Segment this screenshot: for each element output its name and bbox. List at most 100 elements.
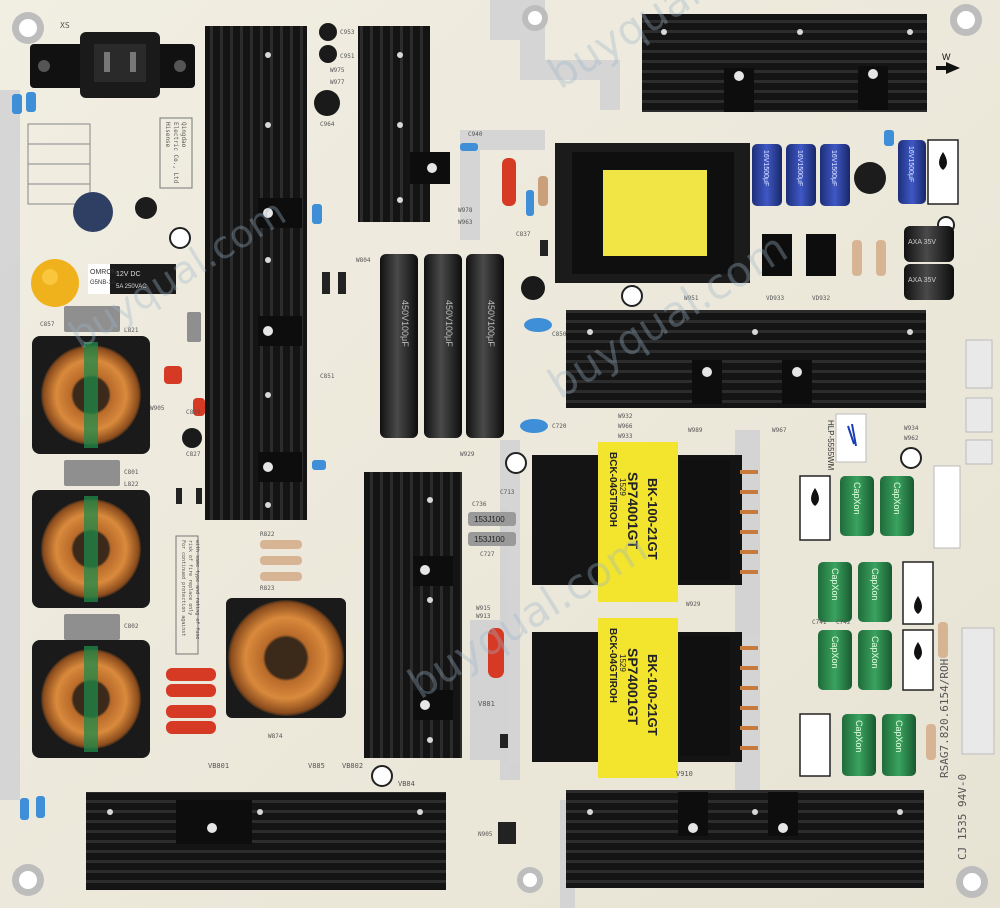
- small-diodes: [176, 240, 548, 844]
- relay: [88, 264, 176, 294]
- heatsink-screws: [107, 29, 913, 815]
- green-capxon-caps: [818, 476, 916, 776]
- des-11: W932: [618, 413, 633, 420]
- capxon-6: CapXon: [870, 636, 880, 669]
- mounting-holes: [12, 4, 988, 898]
- test-rings: [169, 216, 955, 787]
- xfmr-bottom-line2: SP74001GT: [625, 648, 641, 725]
- des-1: C951: [340, 53, 355, 60]
- polarity-markers: [799, 139, 959, 777]
- mfr-line-3: Qingdao: [180, 122, 187, 148]
- fuse-warning-box: [175, 535, 199, 655]
- silkscreen-designators: C953 C951 W975 W977 C964 C940 W978 W963 …: [40, 29, 919, 838]
- resistors: [260, 176, 948, 760]
- des-15: W929: [460, 451, 475, 458]
- main-transformer: [555, 143, 750, 283]
- xfmr-top-date: 1529: [618, 478, 627, 496]
- direction-arrow-shaft: [936, 66, 948, 70]
- blue-electrolytics: [752, 140, 926, 206]
- xfmr-top-line1: BCK-04GTIROH: [607, 452, 618, 527]
- des-35: C851: [320, 373, 335, 380]
- llc-transformer-bottom: [532, 618, 758, 778]
- des-25: W962: [904, 435, 919, 442]
- des-16: C713: [500, 489, 515, 496]
- des-20: W913: [476, 613, 491, 620]
- relay-coil: 12V DC: [116, 271, 141, 278]
- des-34: C829: [186, 409, 201, 416]
- line-filter-silk: [27, 123, 91, 205]
- des-27: VD932: [812, 295, 830, 302]
- small-electrolytics: [182, 23, 545, 448]
- des-42: C741: [812, 619, 827, 626]
- board-date-code: CJ 1535 94V-0: [956, 774, 969, 860]
- heatsink-pfc: [205, 26, 307, 520]
- des-6: W978: [458, 207, 473, 214]
- small-film-caps: [468, 512, 516, 546]
- xfmr-bottom-line3: BK-100-21GT: [645, 654, 660, 736]
- des-31: C802: [124, 623, 139, 630]
- capxon-1: CapXon: [852, 482, 862, 515]
- des-39: W804: [356, 257, 371, 264]
- output-connectors: [961, 339, 995, 755]
- llc-transformer-top: [532, 442, 758, 602]
- des-10: W951: [684, 295, 699, 302]
- fuse-note-1: For continued protection against: [180, 540, 186, 636]
- mfr-line-2: Electric Co., Ltd: [172, 122, 179, 184]
- des-9: C850: [552, 331, 567, 338]
- blue-cap-4: 16V1500μF: [907, 146, 914, 182]
- small-blue-caps: [12, 92, 894, 820]
- des-8: C837: [516, 231, 531, 238]
- des-40: N905: [478, 831, 493, 838]
- des-38: R823: [260, 585, 275, 592]
- des-32: C857: [40, 321, 55, 328]
- des-43: C742: [836, 619, 851, 626]
- des-41: W874: [268, 733, 283, 740]
- fuse-note-3: with same type and rating of fuse: [194, 540, 200, 639]
- bulk-cap-rating-1: 450V100μF: [400, 300, 410, 347]
- des-37: R822: [260, 531, 275, 538]
- des-26: VD933: [766, 295, 784, 302]
- label-v885: V885: [308, 762, 325, 770]
- des-17: C736: [472, 501, 487, 508]
- model-label: HLP-5555WM: [826, 420, 835, 471]
- axa-cap-1: AXA 35V: [908, 239, 936, 246]
- des-2: W975: [330, 67, 345, 74]
- blue-cap-2: 16V1500μF: [796, 150, 803, 186]
- capxon-8: CapXon: [894, 720, 904, 753]
- heatsink-bottom-right: [566, 790, 924, 888]
- des-22: W989: [688, 427, 703, 434]
- label-v881: V881: [478, 700, 495, 708]
- des-5: C940: [468, 131, 483, 138]
- heatsink-middle-right: [566, 310, 926, 408]
- des-30: C801: [124, 469, 139, 476]
- mfr-line-1: Hisense: [164, 122, 171, 148]
- varistor: [31, 192, 157, 307]
- capxon-7: CapXon: [854, 720, 864, 753]
- relay-model: G5NB-1A: [90, 280, 116, 286]
- des-28: L821: [124, 327, 139, 334]
- xfmr-bottom-date: 1529: [618, 654, 627, 672]
- relay-rating: 5A 250VAC: [116, 284, 147, 290]
- heatsink-bottom-left: [86, 792, 446, 890]
- heatsink-center-top: [358, 26, 430, 222]
- barcode-sticker: [933, 465, 961, 549]
- direction-arrow-icon: [946, 62, 960, 74]
- des-0: C953: [340, 29, 355, 36]
- capxon-5: CapXon: [830, 636, 840, 669]
- red-caps: [164, 158, 516, 734]
- des-21: W929: [686, 601, 701, 608]
- des-3: W977: [330, 79, 345, 86]
- label-v910: V910: [676, 770, 693, 778]
- axa-cap-2: AXA 35V: [908, 277, 936, 284]
- des-29: L822: [124, 481, 139, 488]
- bulk-cap-rating-2: 450V100μF: [444, 300, 454, 347]
- label-vb801: VB801: [208, 762, 229, 770]
- common-mode-chokes: [32, 336, 346, 758]
- bulk-capacitors: [380, 254, 504, 438]
- des-18: C727: [480, 551, 495, 558]
- fuse-note-2: risk of fire replace only: [187, 540, 193, 615]
- x-caps: [64, 306, 201, 640]
- label-vb84: VB84: [398, 780, 415, 788]
- des-14: C720: [552, 423, 567, 430]
- des-7: W963: [458, 219, 473, 226]
